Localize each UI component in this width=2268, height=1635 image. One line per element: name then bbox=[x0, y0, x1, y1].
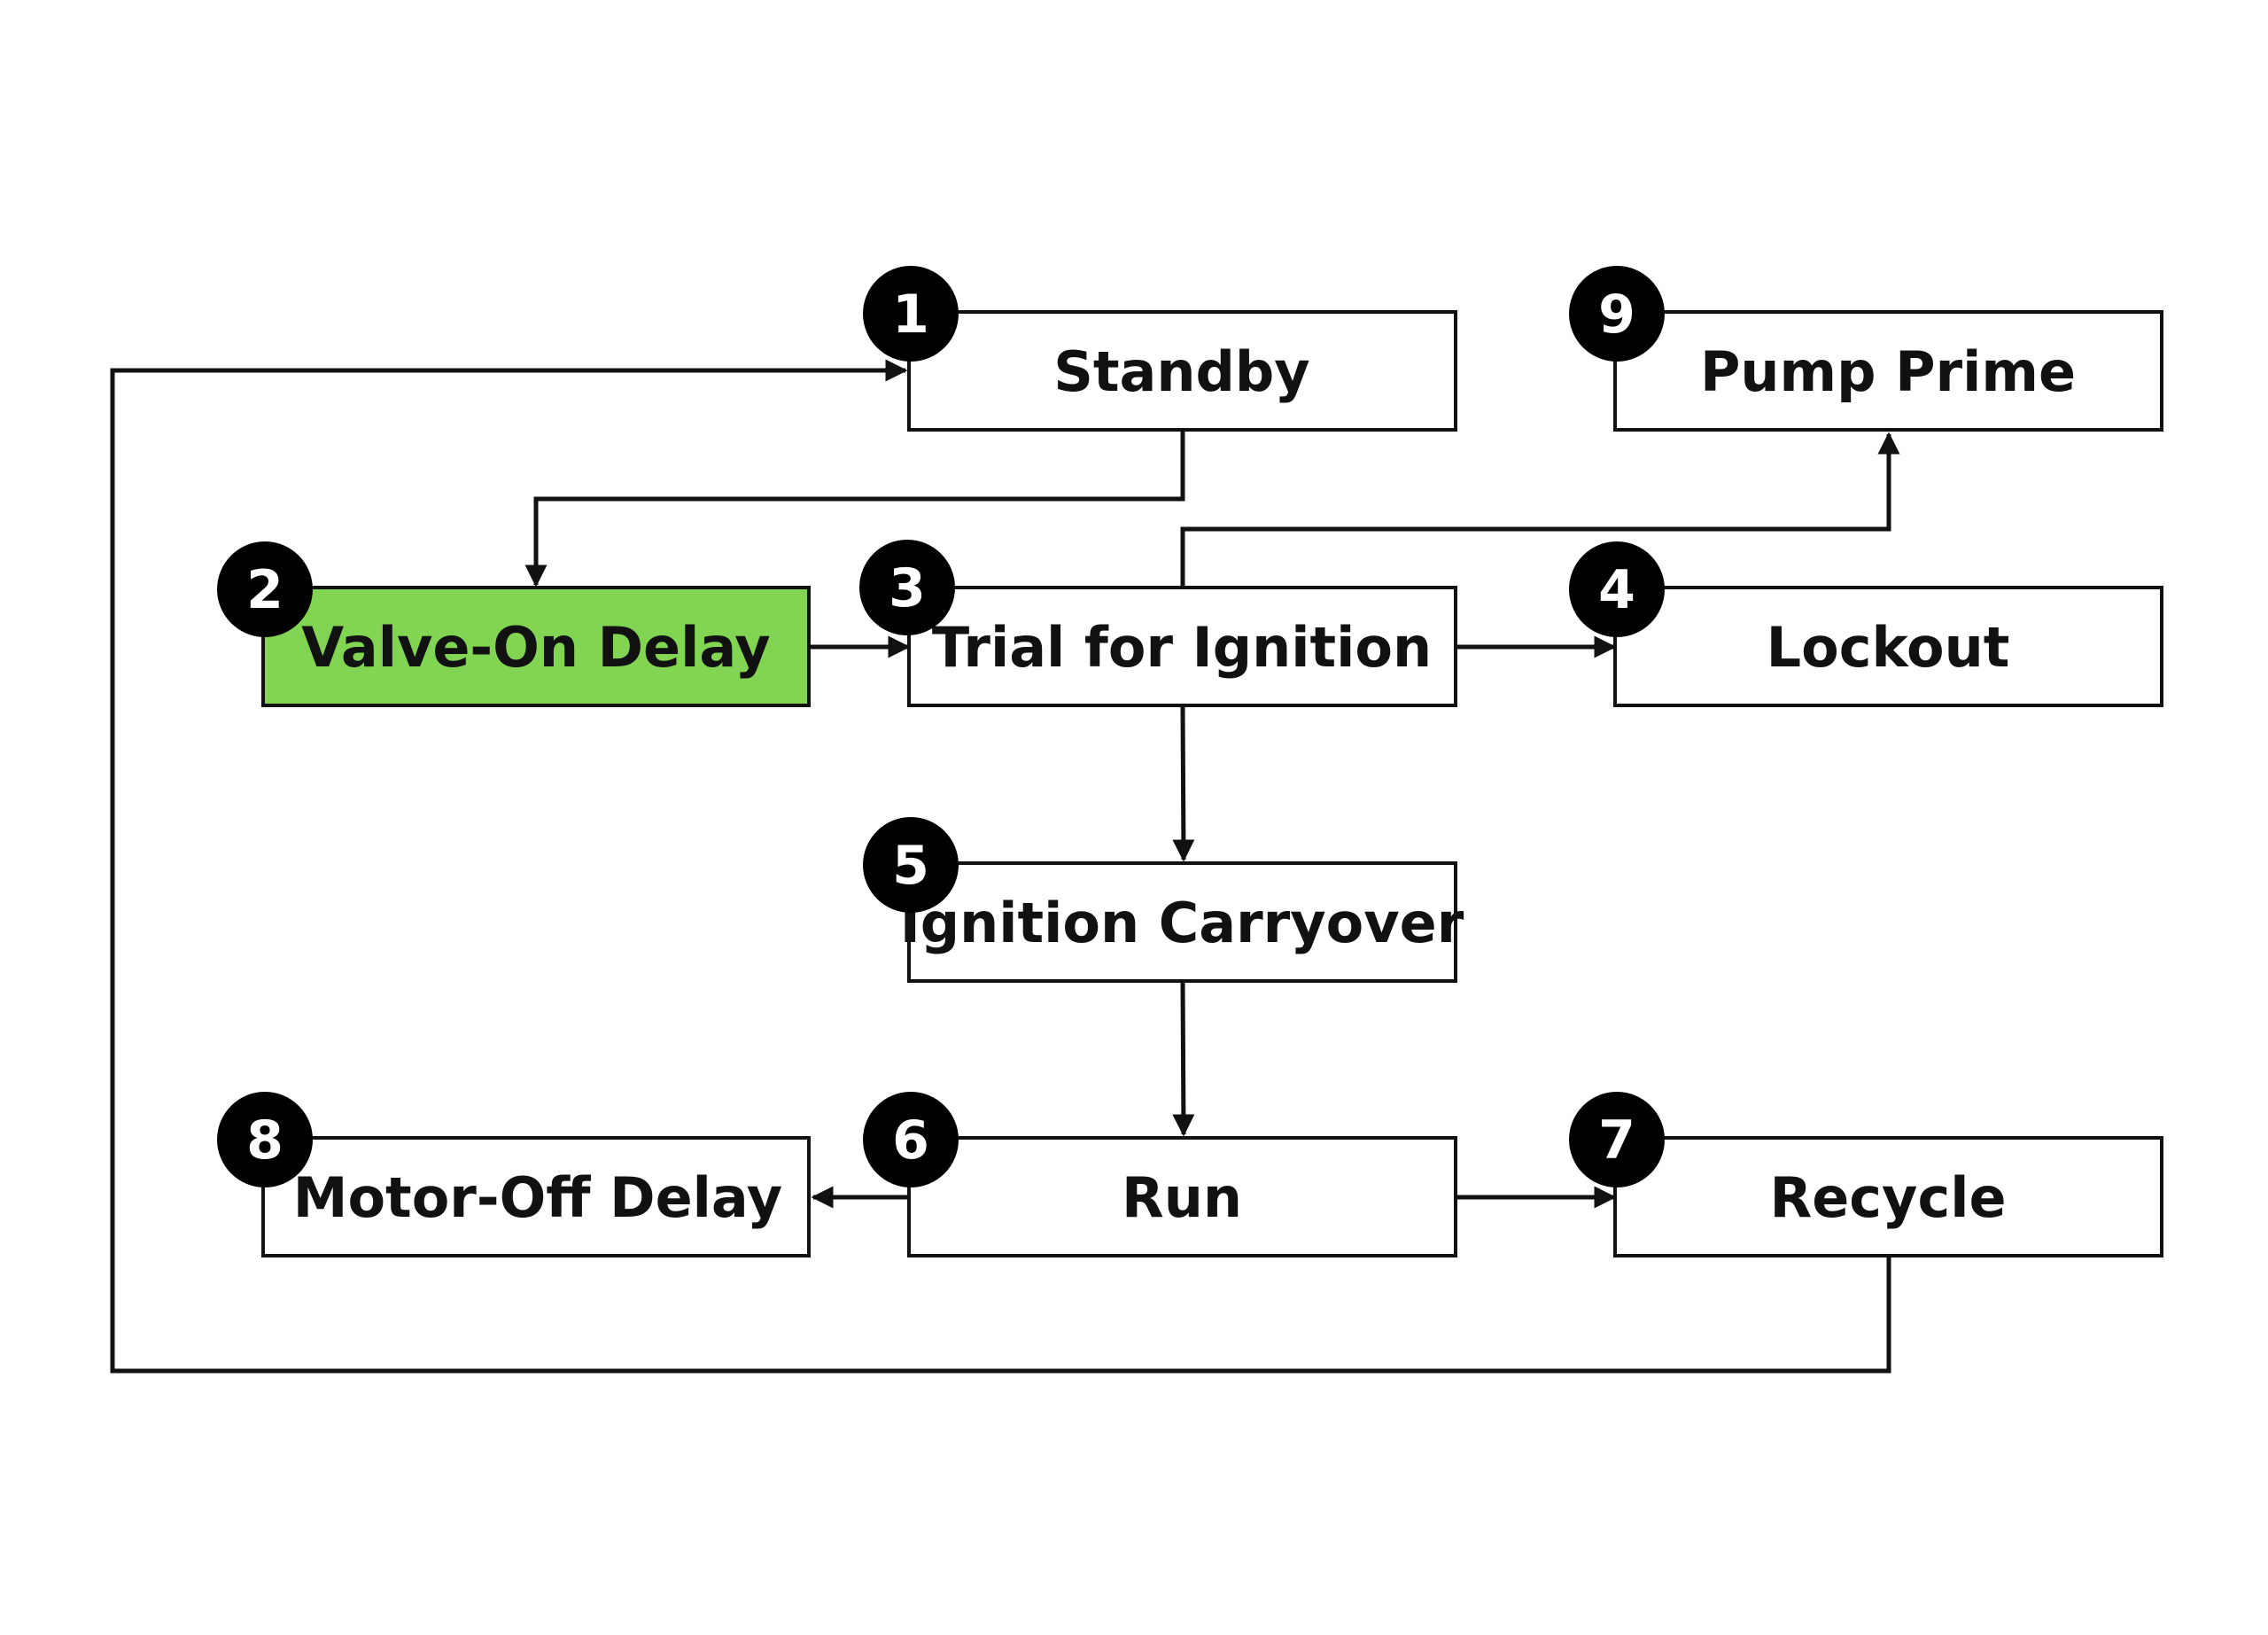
connector-ignition-carryover-to-run bbox=[1172, 980, 1195, 1137]
connector-trial-for-ignition-to-ignition-carryover bbox=[1172, 705, 1195, 862]
state-badge: 2 bbox=[217, 541, 313, 637]
state-label: Recycle bbox=[1769, 1165, 2006, 1230]
state-label: Standby bbox=[1053, 339, 1309, 404]
state-badge: 5 bbox=[863, 817, 959, 913]
state-number: 6 bbox=[892, 1109, 929, 1172]
state-ignition-carryover: Ignition Carryover bbox=[900, 861, 1464, 983]
state-badge: 9 bbox=[1569, 266, 1665, 362]
state-number: 3 bbox=[889, 557, 926, 619]
state-badge: 4 bbox=[1569, 541, 1665, 637]
state-badges: 1 2 3 4 5 6 7 8 bbox=[217, 266, 1665, 1187]
state-number: 5 bbox=[892, 835, 929, 897]
state-valve-on-delay: Valve-On Delay bbox=[261, 586, 811, 707]
state-motor-off-delay: Motor-Off Delay bbox=[261, 1136, 811, 1257]
state-pump-prime: Pump Prime bbox=[1613, 310, 2163, 432]
state-label: Pump Prime bbox=[1700, 339, 2076, 404]
state-label: Motor-Off Delay bbox=[293, 1165, 782, 1230]
state-number: 8 bbox=[246, 1109, 284, 1172]
state-badge: 7 bbox=[1569, 1092, 1665, 1187]
state-badge: 6 bbox=[863, 1092, 959, 1187]
state-label: Ignition Carryover bbox=[900, 891, 1464, 955]
state-number: 9 bbox=[1598, 284, 1635, 346]
state-badge: 3 bbox=[859, 540, 955, 635]
state-label: Valve-On Delay bbox=[301, 615, 770, 680]
state-badge: 8 bbox=[217, 1092, 313, 1187]
state-number: 1 bbox=[892, 284, 929, 346]
state-label: Run bbox=[1122, 1165, 1242, 1230]
connector-recycle-to-standby bbox=[110, 359, 1891, 1374]
connectors bbox=[110, 359, 1900, 1374]
state-lockout: Lockout bbox=[1613, 586, 2163, 707]
states: Standby Valve-On Delay Trial for Ignitio… bbox=[261, 310, 2163, 1257]
state-number: 7 bbox=[1598, 1109, 1635, 1172]
connector-trial-for-ignition-to-pump-prime bbox=[1180, 432, 1900, 588]
state-number: 2 bbox=[246, 559, 284, 621]
state-label: Trial for Ignition bbox=[932, 615, 1432, 680]
state-standby: Standby bbox=[907, 310, 1457, 432]
state-trial-for-ignition: Trial for Ignition bbox=[907, 586, 1457, 707]
state-badge: 1 bbox=[863, 266, 959, 362]
state-label: Lockout bbox=[1767, 615, 2010, 680]
state-recycle: Recycle bbox=[1613, 1136, 2163, 1257]
state-number: 4 bbox=[1598, 559, 1635, 621]
connector-standby-to-valve-on-delay bbox=[524, 430, 1185, 588]
state-run: Run bbox=[907, 1136, 1457, 1257]
